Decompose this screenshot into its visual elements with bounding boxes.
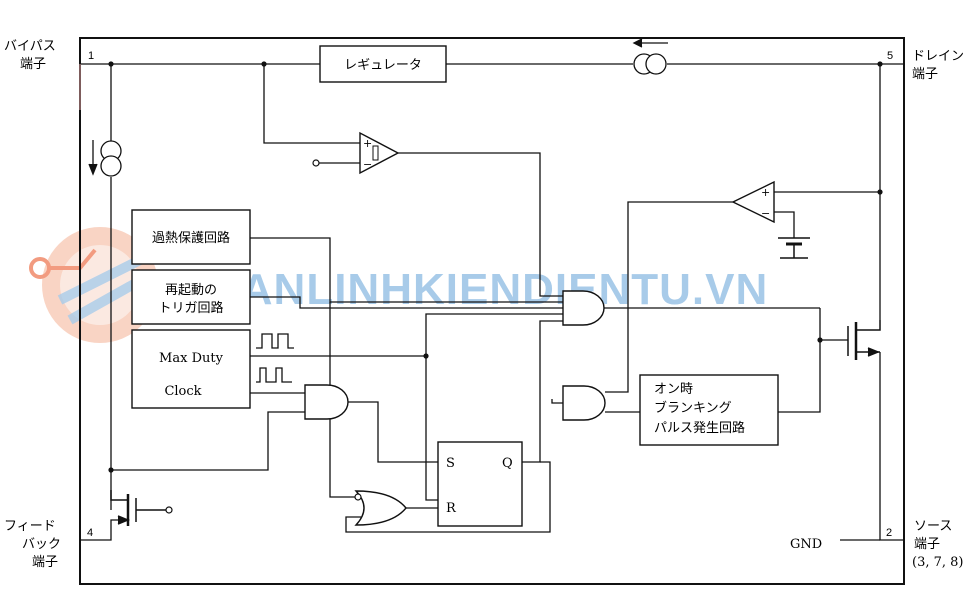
pin-source-label-2: 端子 [914, 537, 940, 552]
pin-bypass-label-2: 端子 [20, 57, 46, 72]
pin-source-number: 2 [886, 527, 892, 539]
regulator-label: レギュレータ [344, 58, 422, 73]
blanking-label-3: パルス発生回路 [654, 420, 745, 436]
latch-set-label: S [446, 456, 455, 471]
blanking-pulse-block [639, 374, 779, 446]
comparator2-plus: + [761, 186, 770, 199]
thermal-protection-label: 過熱保護回路 [152, 230, 230, 246]
or-gate [354, 490, 407, 526]
pin-feedback-label-1: フィード [4, 519, 56, 534]
package-outline [79, 37, 905, 585]
latch-reset-label: R [446, 501, 457, 516]
watermark-text: BANLINHKIENDIENTU.VN [208, 265, 768, 314]
pin-feedback-label-3: 端子 [32, 555, 58, 570]
and-gate-main [562, 290, 605, 326]
thermal-protection-block [131, 209, 251, 265]
and-gate-clock [304, 384, 349, 420]
bypass-current-source-icon [100, 140, 122, 177]
pin-bypass-label-1: バイパス [4, 39, 56, 54]
clock-label: Clock [164, 384, 201, 399]
pin-source-label-3: (3, 7, 8) [912, 555, 964, 570]
comparator1-minus: − [363, 158, 372, 171]
down-arrow-icon [88, 140, 98, 176]
reference-voltage-icon [778, 237, 810, 259]
restart-trigger-block [131, 269, 251, 325]
pin-drain-label-1: ドレイン [912, 49, 964, 64]
latch-q-label: Q [502, 456, 513, 471]
pin-feedback-label-2: バック [22, 537, 61, 552]
restart-trigger-label-1: 再起動の [165, 283, 217, 298]
sr-latch [437, 441, 523, 527]
max-duty-waveform-icon [256, 333, 294, 349]
junction-nodes [108, 61, 883, 473]
current-direction-arrow-icon [632, 38, 668, 48]
blanking-label-2: ブランキング [654, 400, 732, 416]
restart-trigger-label-2: トリガ回路 [158, 300, 223, 316]
power-mosfet-icon [847, 320, 881, 360]
oscillator-block [131, 329, 251, 409]
gnd-label: GND [790, 537, 822, 552]
pin-drain-number: 5 [887, 50, 893, 62]
blanking-label-1: オン時 [654, 382, 693, 397]
regulator-block [319, 45, 447, 83]
and-gate-blanking [562, 385, 606, 421]
comparator-2: + − [731, 180, 775, 224]
feedback-gate-open-terminal [165, 506, 173, 514]
comparator-1: + − [359, 131, 400, 175]
wiring [80, 63, 904, 541]
pin-feedback-number: 4 [87, 527, 93, 539]
pin-drain-label-2: 端子 [912, 67, 938, 82]
max-duty-label: Max Duty [159, 351, 224, 366]
clock-waveform-icon [256, 367, 292, 383]
pin-source-label-1: ソース [914, 519, 952, 534]
or-gate-inverter-bubble [354, 493, 362, 501]
feedback-mosfet-icon [110, 490, 166, 526]
comparator2-minus: − [761, 207, 770, 220]
pin-bypass-number: 1 [88, 50, 94, 62]
comparator1-plus: + [363, 137, 372, 150]
comparator1-open-input [312, 159, 320, 167]
drain-current-source-icon [633, 53, 667, 75]
